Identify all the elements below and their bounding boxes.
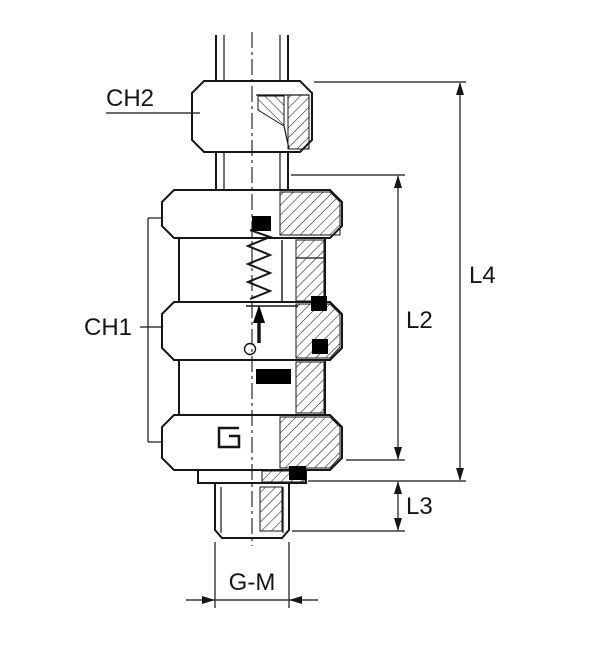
label-l2: L2 [406, 307, 433, 334]
hex-middle-hatch [295, 303, 341, 359]
label-ch1: CH1 [84, 314, 132, 341]
label-ch2: CH2 [106, 85, 154, 112]
flow-arrow [253, 305, 265, 343]
label-l3: L3 [406, 493, 433, 520]
dimension-arrows [202, 82, 464, 604]
mid-tube [215, 152, 289, 190]
hex-top-hatch [279, 191, 341, 236]
mid-seal [256, 369, 291, 384]
stud-thread-lines [220, 487, 284, 533]
valve-internals [217, 229, 324, 449]
seals [252, 216, 328, 480]
nut-section-hatch [287, 94, 310, 150]
stud-hatch [259, 486, 283, 532]
top-tube [215, 35, 289, 81]
label-gm: G-M [229, 569, 276, 596]
extension-lines [214, 81, 466, 608]
neck-lower-hatch [295, 361, 325, 414]
label-l4: L4 [469, 262, 496, 289]
spring [245, 229, 273, 300]
neck-upper-hatch [295, 239, 325, 302]
hex-bottom-hatch [279, 416, 341, 469]
retaining-clip-symbol [217, 426, 241, 449]
leader-lines [106, 112, 200, 443]
right-seal-upper [311, 296, 327, 311]
cone-seat-line [283, 125, 290, 150]
stud-seal [289, 466, 306, 480]
body-section-hatch [259, 191, 341, 532]
top-seal [252, 216, 271, 231]
right-seal-lower [312, 339, 328, 354]
ball-detail [243, 342, 257, 356]
